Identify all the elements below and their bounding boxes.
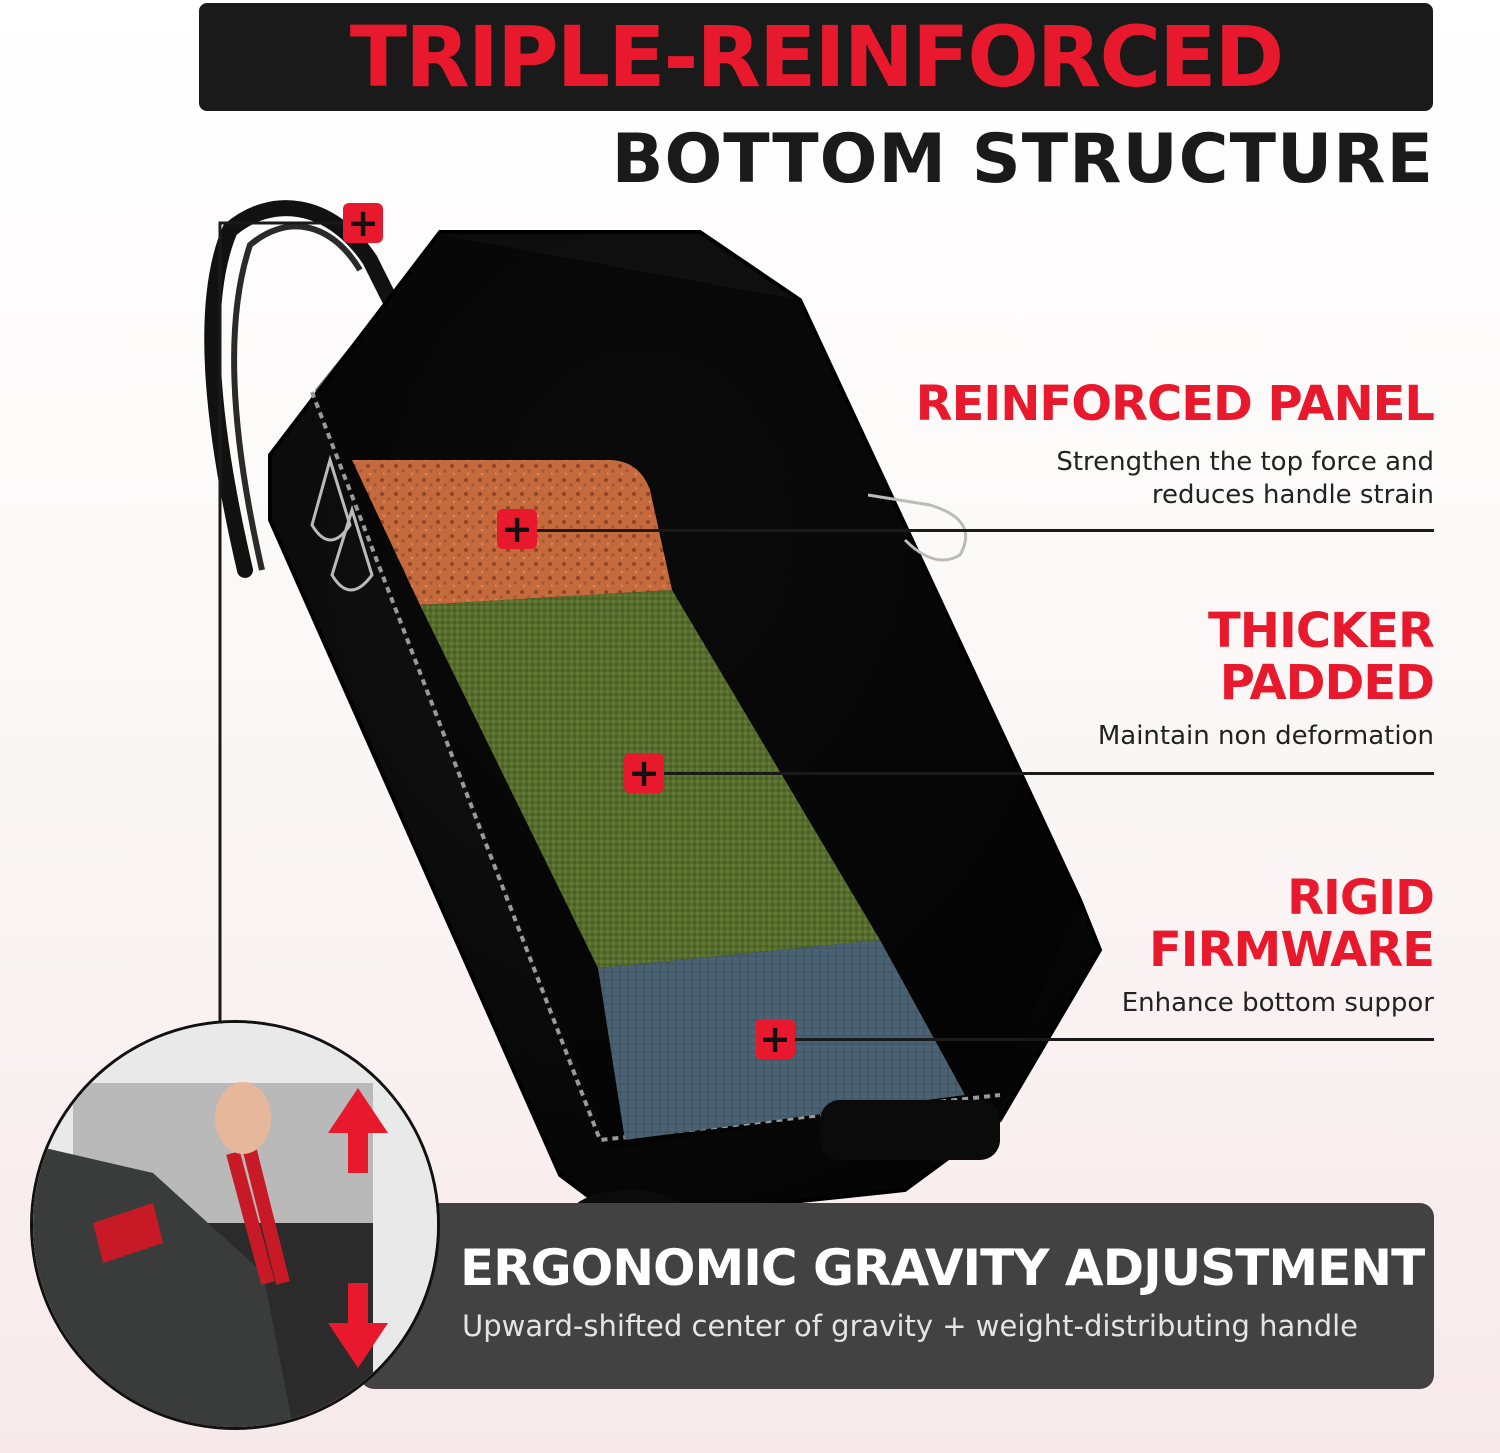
bottom-banner-title: ERGONOMIC GRAVITY ADJUSTMENT [460,1239,1425,1297]
title-banner: TRIPLE-REINFORCED [199,3,1433,111]
feature-title: THICKER PADDED [1208,603,1435,711]
callout-line-padded [664,772,1434,775]
callout-line-panel [536,529,1434,532]
plus-marker-icon: + [624,753,664,793]
bottom-banner-desc: Upward-shifted center of gravity + weigh… [462,1309,1358,1343]
feature-desc: Enhance bottom suppor [1121,988,1434,1018]
feature-title: RIGID FIRMWARE [1148,870,1435,978]
page-subtitle: BOTTOM STRUCTURE [611,120,1434,199]
plus-marker-icon: + [343,203,383,243]
feature-desc: Strengthen the top force and reduces han… [1056,447,1434,511]
down-arrow-icon [328,1283,388,1368]
plus-marker-icon: + [497,509,537,549]
handle-strap [204,200,403,578]
bottom-banner [360,1203,1434,1389]
zipper-pulls [310,454,968,592]
handle-closeup-photo [33,1023,437,1427]
page-title: TRIPLE-REINFORCED [349,8,1284,106]
up-arrow-icon [328,1088,388,1173]
feature-desc: Maintain non deformation [1097,721,1434,751]
callout-line-firmware [795,1038,1434,1041]
feature-title: REINFORCED PANEL [915,376,1435,432]
bag-feet [820,1100,1000,1160]
handle-lead-line [218,221,345,1025]
plus-marker-icon: + [755,1019,795,1059]
